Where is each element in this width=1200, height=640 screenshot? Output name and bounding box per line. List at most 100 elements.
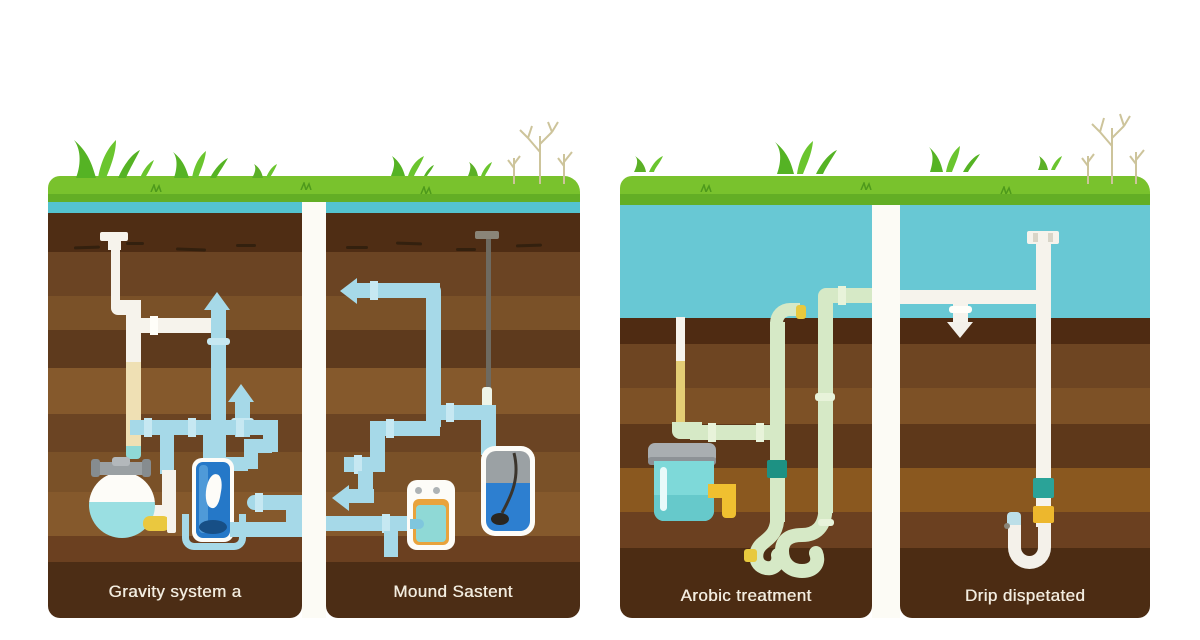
cap-notch bbox=[1048, 233, 1053, 242]
panel-drip-dispersal: Drip dispetated bbox=[900, 205, 1150, 618]
pipe-collar bbox=[236, 418, 244, 437]
tank-headspace bbox=[486, 451, 530, 483]
soil-crack bbox=[515, 243, 543, 248]
pipe-collar bbox=[386, 419, 394, 438]
j-hook-pipe bbox=[1008, 523, 1051, 569]
return-pipe-horizontal bbox=[826, 288, 872, 303]
soil-crack bbox=[126, 242, 144, 245]
pipe-collar bbox=[838, 286, 846, 305]
grass-speck bbox=[700, 184, 712, 192]
pipe-collar bbox=[815, 393, 835, 401]
up-arrow bbox=[228, 384, 254, 402]
chamber-screw bbox=[415, 487, 422, 494]
thin-inlet-pipe-yellow bbox=[676, 361, 685, 429]
panel-gravity-system: Gravity system a bbox=[48, 202, 302, 618]
valve-handle-end bbox=[142, 459, 151, 477]
dosing-tank-streak bbox=[199, 465, 208, 533]
pipe-collar bbox=[207, 338, 230, 345]
grass-speck bbox=[420, 186, 432, 194]
j-hook-tip bbox=[1007, 512, 1021, 525]
chamber-screw bbox=[433, 487, 440, 494]
inlet-drop-pipe-cream bbox=[126, 362, 141, 448]
pipe-collar bbox=[446, 403, 454, 422]
aerobic-tank-highlight bbox=[660, 467, 667, 511]
inlet-drop-pipe-tip bbox=[126, 446, 141, 459]
dry-weed-sprigs bbox=[1081, 113, 1145, 184]
yellow-coupling bbox=[143, 516, 170, 531]
grass-speck bbox=[150, 184, 162, 192]
grass-tuft bbox=[74, 140, 154, 178]
down-arrow bbox=[947, 322, 973, 338]
pipe-collar bbox=[144, 418, 152, 437]
grass-tuft bbox=[634, 156, 663, 172]
soil-crack bbox=[456, 248, 476, 251]
inlet-drop-pipe-white bbox=[126, 300, 141, 364]
soil-crack bbox=[346, 246, 368, 249]
grass-speck bbox=[300, 182, 312, 190]
grass-speck bbox=[860, 182, 872, 190]
soil-crack bbox=[175, 247, 207, 252]
soil-crack bbox=[236, 244, 256, 247]
pump-cable bbox=[491, 452, 518, 525]
tank-inlet-pipe bbox=[481, 405, 496, 455]
feed-stub-down bbox=[384, 531, 398, 557]
panel-divider-left bbox=[302, 202, 326, 618]
supply-pipe-cap bbox=[1027, 231, 1059, 244]
green-riser-pipe-1 bbox=[770, 322, 785, 522]
teal-union-band bbox=[767, 460, 787, 478]
supply-pipe bbox=[1036, 244, 1051, 527]
panel-label: Drip dispetated bbox=[964, 586, 1086, 605]
outlet-step-connector bbox=[286, 502, 302, 528]
left-arrow bbox=[340, 278, 357, 304]
grass-surface-right bbox=[620, 176, 1150, 206]
vent-pipe-collar bbox=[108, 241, 121, 250]
hook-yellow-tip bbox=[796, 305, 806, 319]
pipe-collar bbox=[949, 306, 972, 313]
vent-pipe-cap bbox=[100, 232, 128, 241]
valve-handle-bar bbox=[93, 462, 149, 475]
lower-outlet-pipe bbox=[230, 522, 302, 537]
dosing-tank-sludge bbox=[199, 520, 227, 534]
grass-tuft bbox=[929, 146, 980, 172]
j-hook-dot bbox=[1004, 523, 1010, 529]
pipe-collar bbox=[188, 418, 196, 437]
grass-tuft bbox=[468, 162, 492, 176]
valve-handle-end bbox=[91, 459, 100, 477]
zigzag-pipe-horizontal bbox=[344, 457, 385, 472]
grass-tuft bbox=[1038, 156, 1062, 170]
inspection-rod bbox=[486, 239, 491, 389]
mound-tank bbox=[481, 446, 535, 536]
grass-tuft bbox=[391, 156, 434, 176]
drop-pipe-blue bbox=[160, 434, 174, 474]
inspection-rod-cap bbox=[475, 231, 499, 239]
panel-label: Gravity system a bbox=[108, 582, 242, 601]
grass-tuft bbox=[173, 151, 228, 178]
pipe-collar bbox=[370, 281, 378, 300]
teal-fitting-band bbox=[1033, 478, 1054, 498]
soil-crack bbox=[395, 241, 423, 246]
panel-label: Arobic treatment bbox=[680, 586, 812, 605]
pipe-collar bbox=[708, 423, 716, 442]
thin-inlet-pipe-white bbox=[676, 317, 685, 363]
soil-crack bbox=[73, 245, 101, 250]
cap-notch bbox=[1033, 233, 1038, 242]
s-trap-pipes bbox=[744, 500, 834, 579]
yellow-fitting-band bbox=[1033, 506, 1054, 523]
green-pipe-hook bbox=[770, 303, 800, 325]
drop-pipe-blue-2 bbox=[203, 434, 217, 464]
pipe-collar bbox=[756, 423, 764, 442]
pipe-collar bbox=[382, 514, 390, 533]
pipe-collar bbox=[255, 493, 263, 512]
up-arrow bbox=[204, 292, 230, 310]
panel-aerobic-treatment: Arobic treatment bbox=[620, 205, 872, 618]
pipe-collar bbox=[354, 455, 362, 474]
dry-weed-sprigs bbox=[507, 121, 573, 184]
grass-speck bbox=[1000, 186, 1012, 194]
grass-surface-left bbox=[48, 176, 580, 203]
white-distribution-pipe bbox=[134, 318, 222, 333]
pipe-collar bbox=[150, 316, 158, 335]
main-riser-pipe bbox=[426, 283, 441, 427]
grass-tuft bbox=[252, 164, 277, 178]
panel-divider-right bbox=[872, 205, 900, 618]
coupling-cap bbox=[167, 513, 176, 533]
